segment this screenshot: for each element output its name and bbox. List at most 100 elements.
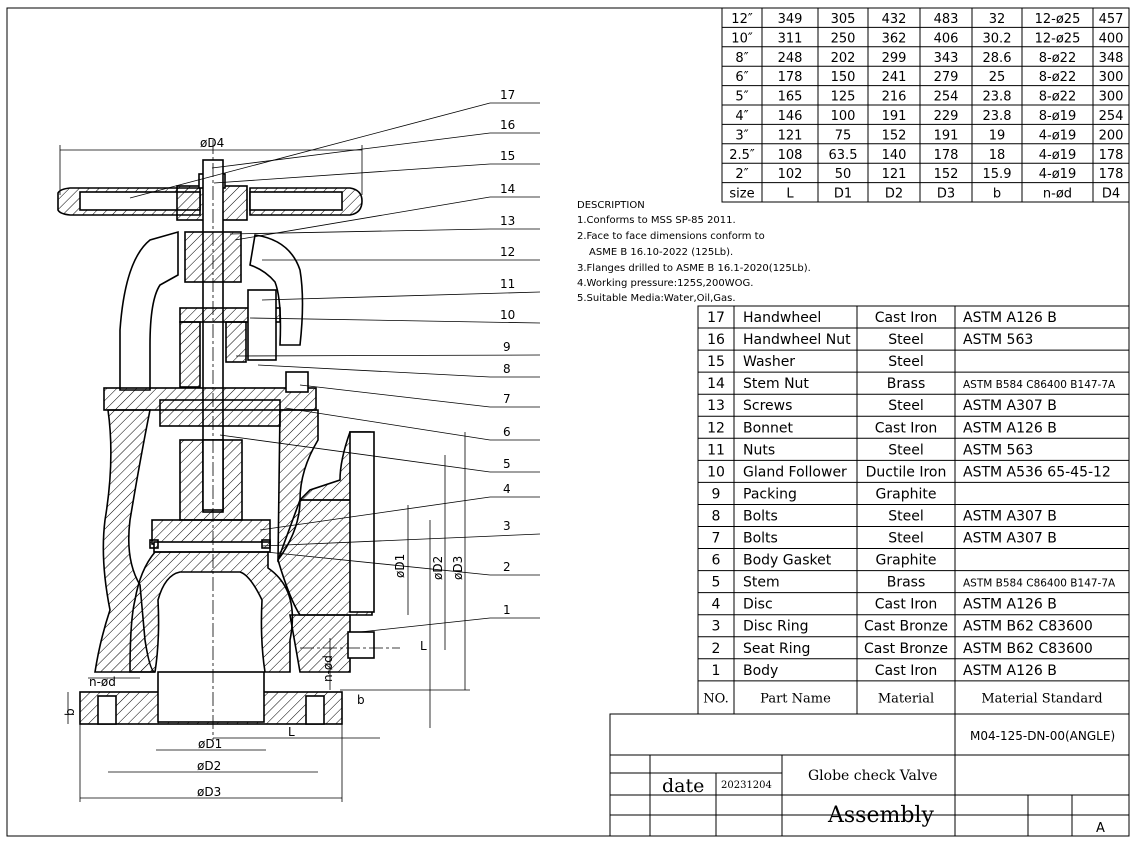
callout-12: 12 bbox=[500, 245, 515, 259]
part-material: Cast Iron bbox=[875, 310, 938, 326]
size-table-cell: 229 bbox=[934, 109, 959, 124]
size-table-cell: 10″ bbox=[731, 31, 753, 46]
part-number: 12 bbox=[707, 420, 725, 436]
size-table-cell: 248 bbox=[778, 51, 803, 66]
bore bbox=[157, 671, 265, 723]
size-table-cell: 100 bbox=[831, 109, 856, 124]
callout-3: 3 bbox=[503, 519, 511, 533]
size-table-cell: 23.8 bbox=[983, 90, 1012, 105]
callout-1: 1 bbox=[503, 603, 511, 617]
callout-5: 5 bbox=[503, 457, 511, 471]
seat-ring bbox=[129, 551, 294, 673]
description-block: DESCRIPTION 1.Conforms to MSS SP-85 2011… bbox=[577, 200, 811, 304]
part-standard: ASTM A307 B bbox=[963, 398, 1057, 414]
dim-d4-label: øD4 bbox=[200, 136, 224, 150]
callout-numbers: 17 16 15 14 13 12 11 10 9 8 7 6 5 4 3 2 … bbox=[500, 88, 515, 617]
size-table-cell: 406 bbox=[934, 31, 959, 46]
part-material: Graphite bbox=[876, 486, 937, 502]
callout-16: 16 bbox=[500, 118, 515, 132]
date-value: 20231204 bbox=[721, 780, 772, 791]
title-block: M04-125-DN-00(ANGLE) date 20231204 Globe… bbox=[609, 713, 1130, 837]
part-material: Steel bbox=[888, 332, 924, 348]
size-table-cell: 140 bbox=[882, 148, 907, 163]
callout-7: 7 bbox=[503, 392, 511, 406]
size-table-cell: 178 bbox=[934, 148, 959, 163]
revision-letter: A bbox=[1096, 821, 1105, 836]
dim-b-right-label: b bbox=[357, 693, 365, 707]
size-table-cell: 5″ bbox=[735, 90, 748, 105]
size-table-cell: 305 bbox=[831, 12, 856, 27]
part-name: Body bbox=[743, 663, 778, 679]
size-table-cell: 75 bbox=[835, 128, 852, 143]
part-material: Brass bbox=[887, 376, 926, 392]
size-table-cell: 202 bbox=[831, 51, 856, 66]
description-line-6: 5.Suitable Media:Water,Oil,Gas. bbox=[577, 293, 736, 304]
part-name: Screws bbox=[743, 398, 792, 414]
part-number: 9 bbox=[712, 486, 721, 502]
size-table-cell: 300 bbox=[1099, 90, 1124, 105]
size-table-cell: 30.2 bbox=[983, 31, 1012, 46]
part-name: Stem Nut bbox=[743, 376, 809, 392]
disc bbox=[151, 519, 271, 545]
part-name: Handwheel bbox=[743, 310, 821, 326]
bonnet-arm-left bbox=[119, 230, 179, 391]
part-standard: ASTM B62 C83600 bbox=[963, 641, 1093, 657]
part-standard: ASTM A536 65-45-12 bbox=[963, 464, 1111, 480]
size-table-cell: 28.6 bbox=[983, 51, 1012, 66]
size-table-cell: 178 bbox=[1099, 167, 1124, 182]
size-table-header-cell: D1 bbox=[834, 187, 852, 202]
callout-10: 10 bbox=[500, 308, 515, 322]
bonnet-arm-right bbox=[249, 234, 304, 346]
part-material: Ductile Iron bbox=[866, 464, 947, 480]
callout-13: 13 bbox=[500, 214, 515, 228]
dim-d3-bottom-label: øD3 bbox=[197, 785, 221, 799]
part-name: Seat Ring bbox=[743, 641, 810, 657]
size-table-cell: 348 bbox=[1099, 51, 1124, 66]
part-number: 7 bbox=[712, 531, 721, 547]
description-line-1: 1.Conforms to MSS SP-85 2011. bbox=[577, 215, 736, 226]
size-table-cell: 3″ bbox=[735, 128, 748, 143]
description-title: DESCRIPTION bbox=[577, 200, 645, 211]
part-material: Steel bbox=[888, 398, 924, 414]
part-name: Washer bbox=[743, 354, 795, 370]
size-table-cell: 15.9 bbox=[983, 167, 1012, 182]
dim-l-right-label: L bbox=[420, 639, 427, 653]
size-table-cell: 121 bbox=[778, 128, 803, 143]
parts-table-header-cell: Material bbox=[878, 691, 934, 706]
size-table-cell: 2.5″ bbox=[729, 148, 755, 163]
packing-left bbox=[179, 321, 201, 388]
callout-14: 14 bbox=[500, 182, 515, 196]
dim-d1-bottom-label: øD1 bbox=[198, 737, 222, 751]
description-line-3: ASME B 16.10-2022 (125Lb). bbox=[589, 247, 733, 258]
part-number: 16 bbox=[707, 332, 725, 348]
size-table-header-cell: size bbox=[729, 187, 754, 202]
size-table-cell: 457 bbox=[1099, 12, 1124, 27]
callout-8: 8 bbox=[503, 362, 511, 376]
size-table-header-cell: D3 bbox=[937, 187, 955, 202]
callout-leaders bbox=[129, 102, 541, 633]
part-material: Cast Iron bbox=[875, 420, 938, 436]
size-table-cell: 4-ø19 bbox=[1039, 128, 1076, 143]
size-table-cell: 152 bbox=[934, 167, 959, 182]
size-table-cell: 63.5 bbox=[829, 148, 858, 163]
size-table-cell: 300 bbox=[1099, 70, 1124, 85]
part-name: Bolts bbox=[743, 508, 778, 524]
size-table-cell: 349 bbox=[778, 12, 803, 27]
part-standard: ASTM B584 C86400 B147-7A bbox=[963, 578, 1116, 590]
size-table-cell: 12-ø25 bbox=[1035, 12, 1081, 27]
disc-ring bbox=[153, 541, 271, 553]
size-table-cell: 241 bbox=[882, 70, 907, 85]
size-table-cell: 12″ bbox=[731, 12, 753, 27]
part-standard: ASTM B584 C86400 B147-7A bbox=[963, 379, 1116, 391]
part-name: Disc Ring bbox=[743, 619, 809, 635]
bolt-8 bbox=[247, 289, 277, 361]
part-material: Cast Bronze bbox=[864, 641, 948, 657]
part-standard: ASTM A126 B bbox=[963, 597, 1057, 613]
part-standard: ASTM A126 B bbox=[963, 663, 1057, 679]
size-table-cell: 483 bbox=[934, 12, 959, 27]
size-table-cell: 102 bbox=[778, 167, 803, 182]
part-name: Handwheel Nut bbox=[743, 332, 851, 348]
parts-table-header-cell: NO. bbox=[703, 691, 728, 706]
